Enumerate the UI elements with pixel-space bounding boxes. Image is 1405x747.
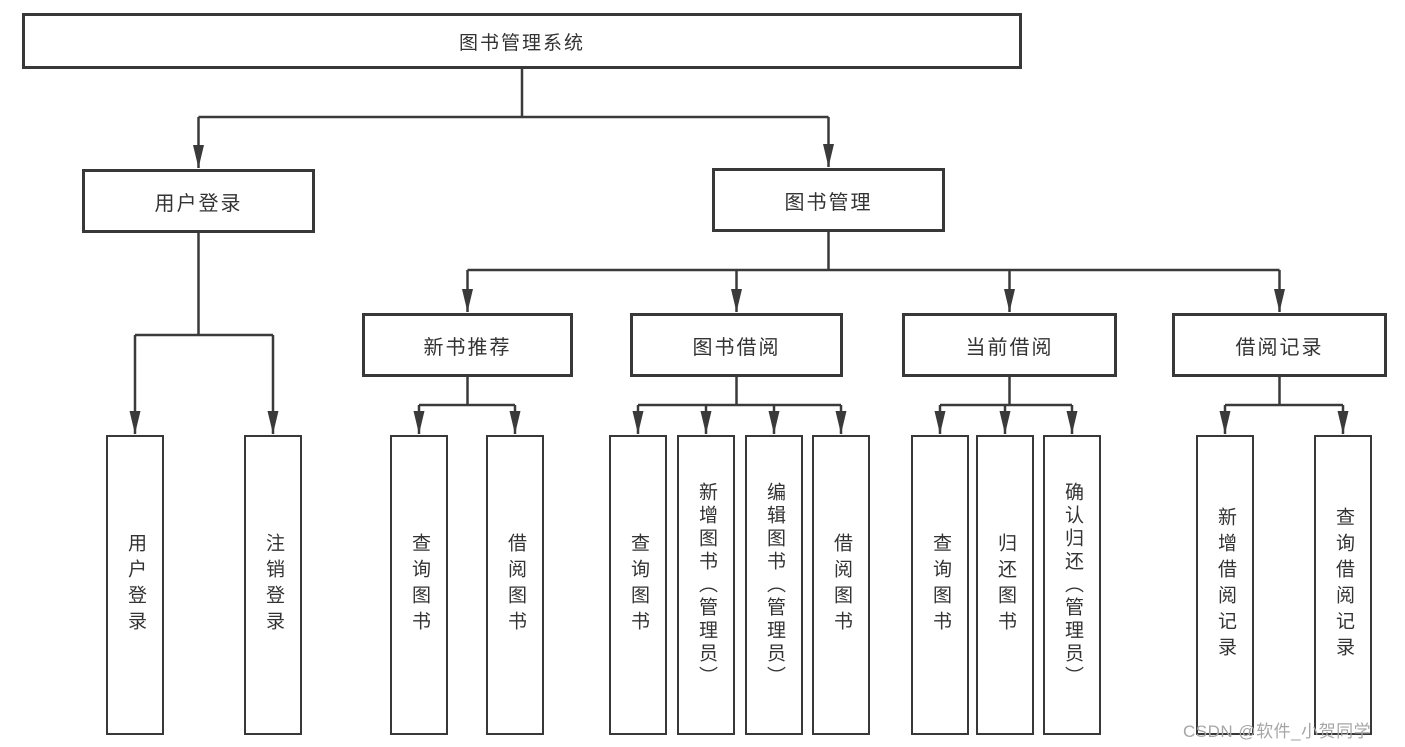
leaf-confirm-return-admin: 确认归还（管理员）	[1043, 435, 1101, 735]
node-new-book-recommend: 新书推荐	[362, 313, 573, 377]
connector-spine-new-book	[419, 377, 515, 407]
connector-spine-book-management	[467, 232, 1280, 272]
leaf-add-books-admin: 新增图书（管理员）	[677, 435, 735, 735]
node-borrow-records: 借阅记录	[1172, 313, 1387, 377]
leaf-borrow-books-recommend: 借阅图书	[486, 435, 544, 735]
leaf-query-books-borrow: 查询图书	[609, 435, 667, 735]
leaf-add-borrow-record: 新增借阅记录	[1196, 435, 1254, 735]
connector-spine-user-login	[135, 233, 273, 337]
connector-spine-root	[198, 69, 829, 119]
leaf-edit-books-admin: 编辑图书（管理员）	[745, 435, 803, 735]
leaf-logout: 注销登录	[244, 435, 302, 735]
node-user-login: 用户登录	[82, 169, 315, 233]
leaf-query-books-current: 查询图书	[911, 435, 969, 735]
leaf-query-books-recommend: 查询图书	[390, 435, 448, 735]
node-root: 图书管理系统	[22, 13, 1022, 69]
leaf-borrow-books: 借阅图书	[812, 435, 870, 735]
csdn-watermark: CSDN @软件_小贺同学	[1183, 722, 1372, 741]
node-book-management: 图书管理	[712, 168, 945, 232]
connector-spine-book-borrow	[638, 377, 841, 407]
connector-spine-borrow-records	[1225, 377, 1343, 407]
node-book-borrow: 图书借阅	[630, 313, 843, 377]
leaf-user-login: 用户登录	[106, 435, 164, 735]
node-current-borrow: 当前借阅	[902, 313, 1117, 377]
leaf-query-borrow-record: 查询借阅记录	[1314, 435, 1372, 735]
connector-spine-current-borrow	[940, 377, 1072, 407]
leaf-return-books: 归还图书	[976, 435, 1034, 735]
